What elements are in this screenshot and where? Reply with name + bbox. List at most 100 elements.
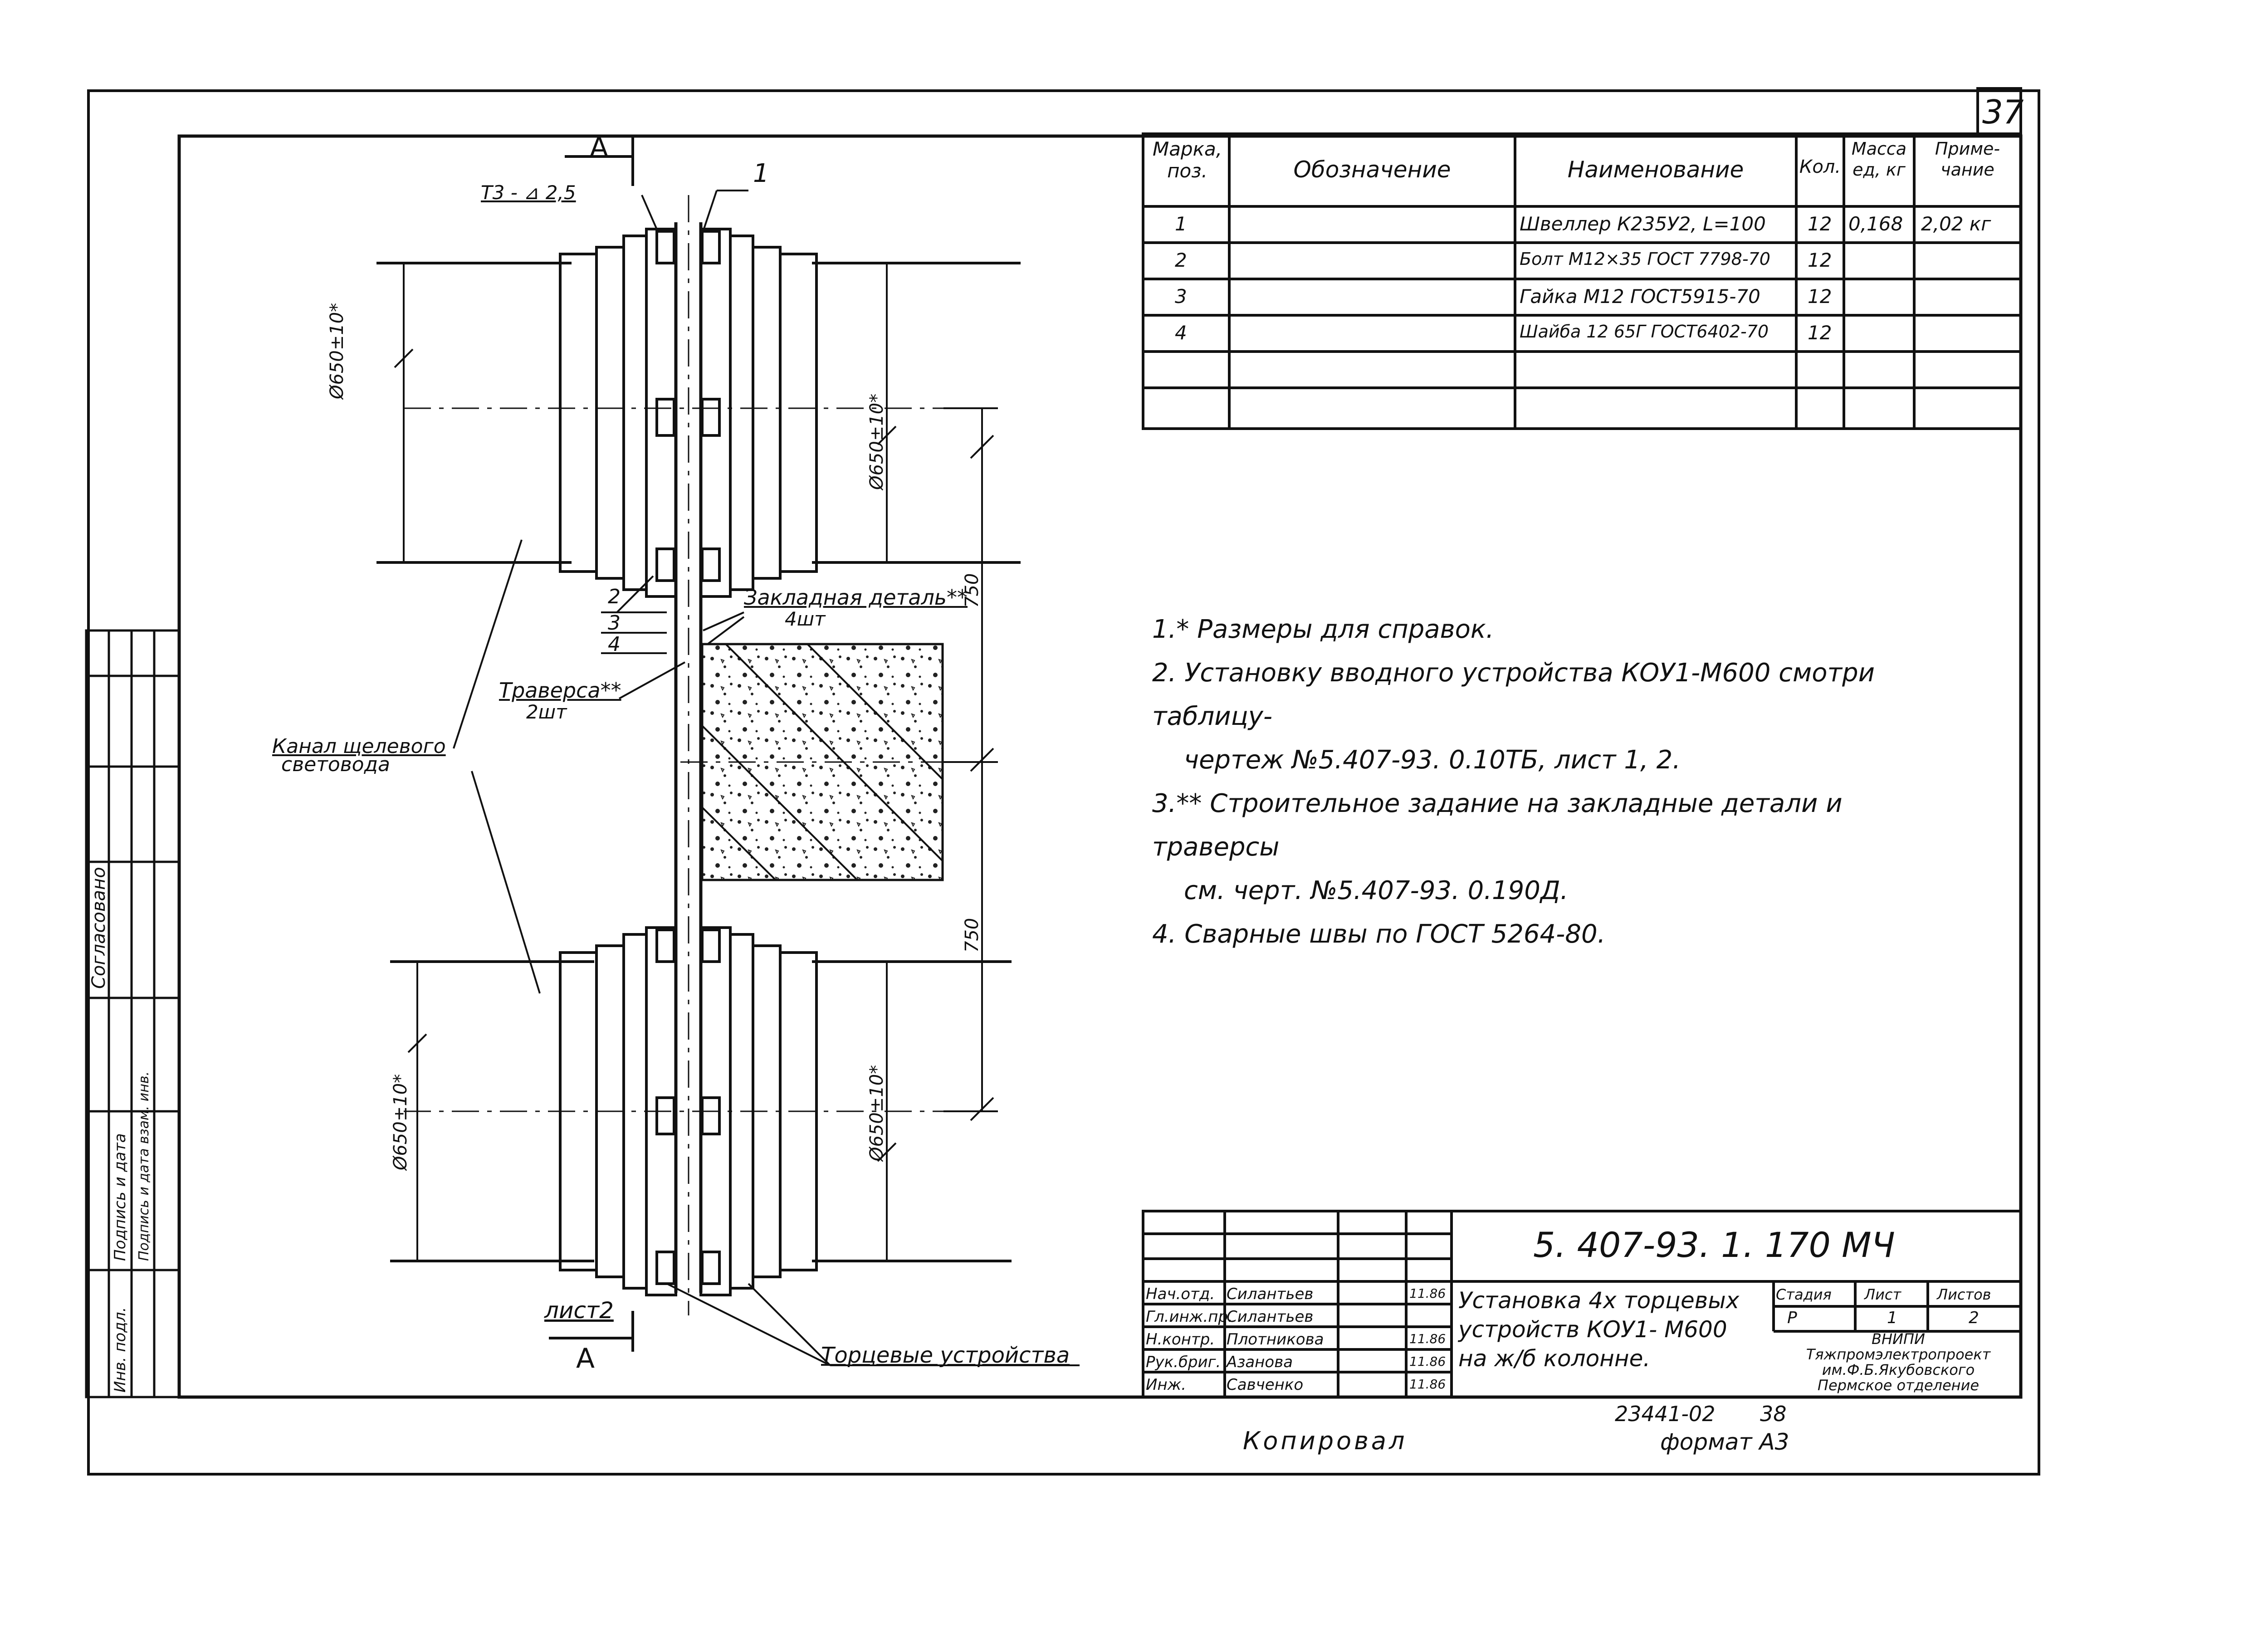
column-hatch xyxy=(701,643,943,881)
cell-qty: 12 xyxy=(1808,249,1832,271)
diam-top-right: Ø650±10* xyxy=(866,393,887,490)
diam-bot-right: Ø650±10* xyxy=(866,1065,887,1161)
table-row: 4 Шайба 12 65Г ГОСТ6402-70 12 xyxy=(1143,315,2021,352)
role: Гл.инж.пр. xyxy=(1146,1308,1233,1326)
section-sheet-ref: лист2 xyxy=(544,1297,614,1324)
notes-block: 1.* Размеры для справок. 2. Установку вв… xyxy=(1152,608,1969,956)
role: Нач.отд. xyxy=(1146,1285,1215,1303)
channel-label-2: световода xyxy=(281,753,390,776)
embedded-part-label: Закладная деталь** xyxy=(744,585,968,610)
sheets-header: Листов xyxy=(1937,1286,1991,1303)
th-mass: Масса ед, кг xyxy=(1851,139,1907,180)
signature-row: Н.контр. Плотникова 11.86 xyxy=(1144,1328,1452,1350)
person: Силантьев xyxy=(1227,1308,1314,1326)
person: Азанова xyxy=(1227,1353,1293,1371)
table-row: 2 Болт М12×35 ГОСТ 7798-70 12 xyxy=(1143,243,2021,279)
sheet-number-box xyxy=(1976,87,2022,137)
diameter-dims xyxy=(394,263,897,1261)
stamp-inv-sub: Подпись и дата взам. инв. xyxy=(136,1071,152,1261)
pos-label-2: 2 xyxy=(608,585,621,608)
title-line-1: Установка 4х торцевых xyxy=(1458,1287,1740,1314)
th-qty: Кол. xyxy=(1799,156,1841,177)
cell-note: 2,02 кг xyxy=(1921,213,1991,235)
cell-mass: 0,168 xyxy=(1848,213,1903,235)
channel-label-1: Канал щелевого xyxy=(272,735,446,758)
signature-row: Нач.отд. Силантьев 11.86 xyxy=(1144,1282,1452,1305)
cell-mark: 4 xyxy=(1175,322,1187,344)
org-line-4: Пермское отделение xyxy=(1817,1377,1980,1394)
person: Силантьев xyxy=(1227,1285,1314,1303)
leader-lines xyxy=(453,190,1080,1366)
section-markers xyxy=(549,136,634,1352)
role: Рук.бриг. xyxy=(1146,1353,1221,1371)
drawing-code: 5. 407-93. 1. 170 МЧ xyxy=(1533,1225,1895,1265)
format-label: формат А3 xyxy=(1660,1429,1789,1455)
section-label-top: А xyxy=(590,132,609,163)
note-2-cont: чертеж №5.407-93. 0.10ТБ, лист 1, 2. xyxy=(1184,745,1681,775)
note-3: 3.** Строительное задание на закладные д… xyxy=(1152,789,1843,862)
traverse-label: Траверса** xyxy=(499,678,621,703)
spacing-dims xyxy=(943,407,998,1121)
copied-by: Копировал xyxy=(1243,1427,1408,1455)
sheet-number: 37 xyxy=(1982,93,2024,131)
stamp-agreed: Согласовано xyxy=(88,867,109,989)
th-name: Наименование xyxy=(1567,156,1744,183)
weld-note: Т3 - ⊿ 2,5 xyxy=(481,181,576,204)
signature-row: Гл.инж.пр. Силантьев xyxy=(1144,1305,1452,1328)
cell-name: Швеллер К235У2, L=100 xyxy=(1520,213,1766,235)
role: Н.контр. xyxy=(1146,1330,1215,1349)
cell-qty: 12 xyxy=(1808,322,1832,344)
spec-table-grid xyxy=(1142,132,2022,430)
outer-frame xyxy=(87,89,2040,1476)
person: Савченко xyxy=(1227,1376,1304,1394)
note-3-cont: см. черт. №5.407-93. 0.190Д. xyxy=(1184,876,1569,905)
stage-value: Р xyxy=(1787,1309,1797,1327)
signature-row: Инж. Савченко 11.86 xyxy=(1144,1373,1452,1396)
person: Плотникова xyxy=(1227,1330,1324,1349)
note-4: 4. Сварные швы по ГОСТ 5264-80. xyxy=(1152,919,1606,949)
signature-row: Рук.бриг. Азанова 11.86 xyxy=(1144,1350,1452,1373)
org-line-1: ВНИПИ xyxy=(1872,1330,1925,1348)
date: 11.86 xyxy=(1409,1377,1446,1392)
sheets-value: 2 xyxy=(1969,1309,1979,1327)
page-number: 38 xyxy=(1760,1402,1787,1426)
org-line-3: им.Ф.Б.Якубовского xyxy=(1822,1361,1975,1378)
stamp-signature-date: Подпись и дата xyxy=(111,1133,129,1261)
pos-label-4: 4 xyxy=(608,633,621,656)
cell-name: Болт М12×35 ГОСТ 7798-70 xyxy=(1520,249,1770,269)
date: 11.86 xyxy=(1409,1286,1446,1301)
title-block-grid xyxy=(1142,1210,2022,1398)
pos-label-1: 1 xyxy=(753,159,769,188)
spacing-top: 750 xyxy=(962,573,982,608)
top-assembly xyxy=(376,228,1021,598)
date: 11.86 xyxy=(1409,1331,1446,1346)
th-note: Приме- чание xyxy=(1935,139,2000,180)
organization: ВНИПИ Тяжпромэлектропроект им.Ф.Б.Якубов… xyxy=(1776,1331,2021,1393)
note-2: 2. Установку вводного устройства КОУ1-М6… xyxy=(1152,658,1875,731)
spec-table: Марка, поз. Обозначение Наименование Кол… xyxy=(1143,134,2021,429)
th-designation: Обозначение xyxy=(1293,156,1451,183)
cell-name: Гайка М12 ГОСТ5915-70 xyxy=(1520,285,1760,308)
th-mark: Марка, поз. xyxy=(1152,138,1222,182)
stage-header: Стадия xyxy=(1776,1286,1832,1303)
diam-top-left: Ø650±10* xyxy=(327,303,347,399)
stamp-inv-orig: Инв. подл. xyxy=(111,1307,129,1393)
inventory-number: 23441-02 xyxy=(1615,1402,1716,1426)
left-stamp xyxy=(85,629,181,1398)
title-line-2: устройств КОУ1- М600 xyxy=(1458,1316,1727,1343)
cell-mark: 1 xyxy=(1175,213,1187,235)
sheet-value: 1 xyxy=(1887,1309,1897,1327)
pos-label-3: 3 xyxy=(608,611,621,635)
embedded-qty-label: 4шт xyxy=(785,608,826,630)
diam-bot-left: Ø650±10* xyxy=(390,1074,411,1170)
end-devices-label: Торцевые устройства xyxy=(821,1343,1070,1368)
cell-mark: 2 xyxy=(1175,249,1187,271)
table-row: 3 Гайка М12 ГОСТ5915-70 12 xyxy=(1143,279,2021,315)
note-1: 1.* Размеры для справок. xyxy=(1152,615,1494,644)
title-line-3: на ж/б колонне. xyxy=(1458,1345,1651,1372)
sheet-header: Лист xyxy=(1864,1286,1901,1303)
cell-qty: 12 xyxy=(1808,285,1832,308)
traverse-qty-label: 2шт xyxy=(526,701,567,723)
role: Инж. xyxy=(1146,1376,1187,1394)
